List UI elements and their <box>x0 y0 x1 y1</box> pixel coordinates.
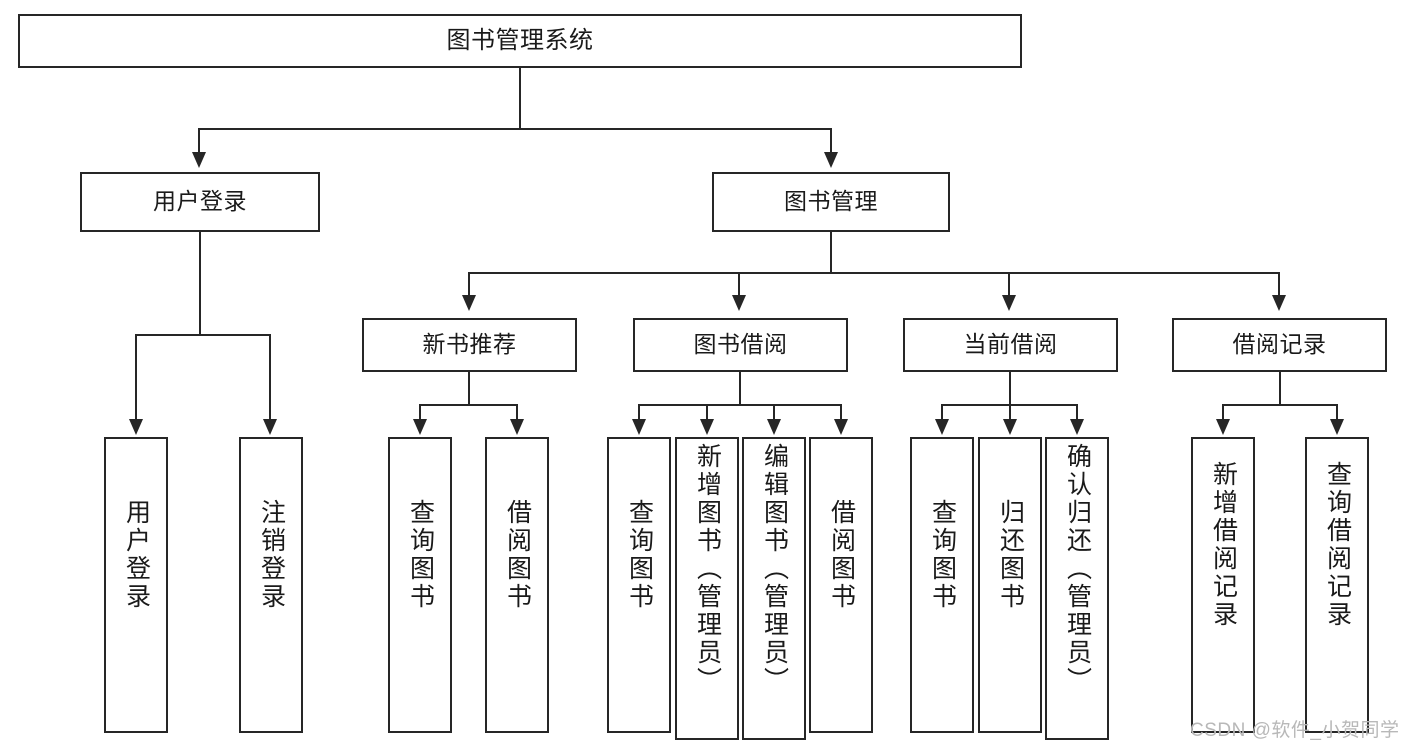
connector-user-login-drop-1 <box>135 334 137 420</box>
node-book-manage[interactable]: 图书管理 <box>712 172 950 232</box>
node-label: 当前借阅 <box>963 331 1058 358</box>
node-label: 查询图书 <box>406 499 435 611</box>
node-label: 注销登录 <box>257 499 286 611</box>
leaf-node-edit-book[interactable]: 编辑图书（管理员） <box>742 437 806 740</box>
arrowhead-leaf-borrow-book-1 <box>510 419 524 435</box>
arrowhead-book-manage <box>824 152 838 168</box>
connector-book-borrow-drop-1 <box>638 404 640 421</box>
leaf-node-query-record[interactable]: 查询借阅记录 <box>1305 437 1369 733</box>
arrowhead-leaf-query-record <box>1330 419 1344 435</box>
connector-borrow-record-drop-1 <box>1222 404 1224 421</box>
connector-to-user-login <box>198 128 200 153</box>
arrowhead-new-book-recommend <box>462 295 476 311</box>
connector-book-borrow-drop-3 <box>773 404 775 421</box>
connector-user-login-drop-2 <box>269 334 271 420</box>
node-label: 新增借阅记录 <box>1209 461 1238 629</box>
node-label: 确认归还（管理员） <box>1063 443 1092 695</box>
connector-book-borrow-drop-4 <box>840 404 842 421</box>
leaf-node-return-book[interactable]: 归还图书 <box>978 437 1042 733</box>
arrowhead-book-borrow <box>732 295 746 311</box>
arrowhead-leaf-confirm-return <box>1070 419 1084 435</box>
leaf-node-user-logout[interactable]: 注销登录 <box>239 437 303 733</box>
leaf-node-query-book-2[interactable]: 查询图书 <box>607 437 671 733</box>
node-label: 用户登录 <box>122 499 151 611</box>
arrowhead-leaf-edit-book <box>767 419 781 435</box>
connector-user-login-bus <box>135 334 271 336</box>
node-borrow-record[interactable]: 借阅记录 <box>1172 318 1387 372</box>
arrowhead-current-borrow <box>1002 295 1016 311</box>
node-label: 借阅图书 <box>503 499 532 611</box>
connector-borrow-record-stem <box>1279 372 1281 406</box>
node-label: 编辑图书（管理员） <box>760 443 789 695</box>
node-label: 图书管理系统 <box>446 26 594 54</box>
connector-current-borrow-drop-2 <box>1009 404 1011 421</box>
node-new-book-recommend[interactable]: 新书推荐 <box>362 318 577 372</box>
leaf-node-confirm-return[interactable]: 确认归还（管理员） <box>1045 437 1109 740</box>
node-root-system[interactable]: 图书管理系统 <box>18 14 1022 68</box>
connector-to-new-book <box>468 272 470 296</box>
connector-book-borrow-bus <box>638 404 842 406</box>
connector-to-book-borrow <box>738 272 740 296</box>
node-label: 新增图书（管理员） <box>693 443 722 695</box>
connector-current-borrow-stem <box>1009 372 1011 406</box>
arrowhead-leaf-user-login <box>129 419 143 435</box>
node-label: 查询图书 <box>625 499 654 611</box>
leaf-node-borrow-book-1[interactable]: 借阅图书 <box>485 437 549 733</box>
connector-root-stem <box>519 68 521 130</box>
node-label: 查询借阅记录 <box>1323 461 1352 629</box>
connector-to-book-manage <box>830 128 832 153</box>
connector-borrow-record-bus <box>1222 404 1338 406</box>
arrowhead-leaf-query-book-3 <box>935 419 949 435</box>
node-label: 归还图书 <box>996 499 1025 611</box>
arrowhead-leaf-add-record <box>1216 419 1230 435</box>
arrowhead-leaf-add-book <box>700 419 714 435</box>
connector-book-manage-stem <box>830 232 832 274</box>
connector-user-login-stem <box>199 232 201 336</box>
arrowhead-leaf-return-book <box>1003 419 1017 435</box>
csdn-watermark: CSDN @软件_小贺同学 <box>1190 720 1400 741</box>
arrowhead-leaf-query-book-2 <box>632 419 646 435</box>
arrowhead-user-login <box>192 152 206 168</box>
arrowhead-leaf-borrow-book-2 <box>834 419 848 435</box>
connector-new-book-drop-1 <box>419 404 421 421</box>
leaf-node-query-book-1[interactable]: 查询图书 <box>388 437 452 733</box>
connector-level3-bus <box>468 272 1280 274</box>
leaf-node-add-record[interactable]: 新增借阅记录 <box>1191 437 1255 733</box>
node-label: 借阅记录 <box>1232 331 1327 358</box>
node-label: 新书推荐 <box>422 331 517 358</box>
arrowhead-borrow-record <box>1272 295 1286 311</box>
leaf-node-user-login[interactable]: 用户登录 <box>104 437 168 733</box>
connector-current-borrow-drop-1 <box>941 404 943 421</box>
node-current-borrow[interactable]: 当前借阅 <box>903 318 1118 372</box>
node-label: 图书借阅 <box>693 331 788 358</box>
leaf-node-query-book-3[interactable]: 查询图书 <box>910 437 974 733</box>
connector-new-book-drop-2 <box>516 404 518 421</box>
node-label: 借阅图书 <box>827 499 856 611</box>
connector-current-borrow-drop-3 <box>1076 404 1078 421</box>
connector-borrow-record-drop-2 <box>1336 404 1338 421</box>
arrowhead-leaf-user-logout <box>263 419 277 435</box>
connector-to-current-borrow <box>1008 272 1010 296</box>
node-user-login[interactable]: 用户登录 <box>80 172 320 232</box>
connector-to-borrow-record <box>1278 272 1280 296</box>
connector-level2-bus <box>198 128 832 130</box>
arrowhead-leaf-query-book-1 <box>413 419 427 435</box>
node-label: 查询图书 <box>928 499 957 611</box>
node-label: 图书管理 <box>784 188 878 215</box>
leaf-node-borrow-book-2[interactable]: 借阅图书 <box>809 437 873 733</box>
leaf-node-add-book[interactable]: 新增图书（管理员） <box>675 437 739 740</box>
node-label: 用户登录 <box>153 188 247 215</box>
connector-new-book-bus <box>419 404 518 406</box>
connector-new-book-stem <box>468 372 470 406</box>
connector-book-borrow-stem <box>739 372 741 406</box>
node-book-borrow[interactable]: 图书借阅 <box>633 318 848 372</box>
connector-book-borrow-drop-2 <box>706 404 708 421</box>
